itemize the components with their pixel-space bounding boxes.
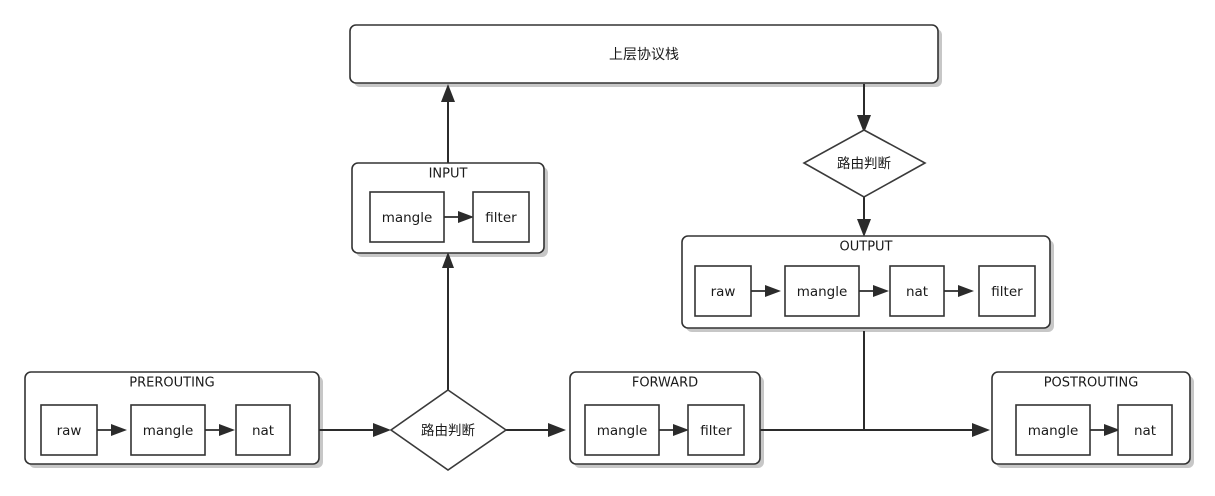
chain-prerouting-label: PREROUTING: [129, 376, 214, 391]
table-input-filter-label: filter: [485, 210, 517, 226]
arrowhead-output-nat-filter: [958, 285, 974, 297]
table-prerouting-nat: [235, 404, 291, 456]
table-output-raw-label: raw: [711, 284, 736, 300]
arrowhead-postrouting-mangle-nat: [1104, 424, 1120, 436]
table-postrouting-nat-label: nat: [1134, 423, 1156, 439]
table-input-mangle-label: mangle: [382, 210, 433, 226]
table-input-filter: [472, 191, 530, 243]
routing-decision-lower: 路由判断: [389, 389, 508, 471]
table-prerouting-raw-label: raw: [57, 423, 82, 439]
table-forward-filter: [687, 404, 745, 456]
table-forward-mangle-label: mangle: [597, 423, 648, 439]
arrowhead-input-mangle-filter: [458, 211, 474, 223]
chain-forward: FORWARD mangle filter: [569, 371, 761, 465]
arrowhead-forward-mangle-filter: [673, 424, 689, 436]
table-forward-filter-label: filter: [700, 423, 732, 439]
routing-decision-upper: 路由判断: [802, 129, 927, 198]
arrowhead-stack-to-routing: [857, 115, 871, 133]
table-forward-mangle: [584, 404, 660, 456]
table-postrouting-nat: [1117, 404, 1173, 456]
routing-decision-lower-label: 路由判断: [421, 423, 475, 439]
table-prerouting-nat-label: nat: [252, 423, 274, 439]
chain-postrouting: POSTROUTING mangle nat: [991, 371, 1191, 465]
table-output-nat: [889, 265, 945, 317]
arrowhead-forward-to-postrouting: [972, 423, 990, 437]
chain-output: OUTPUT raw mangle nat filter: [681, 235, 1051, 329]
table-output-mangle: [784, 265, 860, 317]
arrowhead-output-mangle-nat: [873, 285, 889, 297]
table-output-nat-label: nat: [906, 284, 928, 300]
chain-postrouting-label: POSTROUTING: [1044, 376, 1139, 391]
arrowhead-routing-to-forward: [548, 423, 566, 437]
chain-output-label: OUTPUT: [840, 240, 893, 255]
upper-protocol-stack-label: 上层协议栈: [609, 47, 679, 63]
chain-input: INPUT mangle filter: [351, 162, 545, 254]
chain-prerouting: PREROUTING raw mangle nat: [24, 371, 320, 465]
table-prerouting-mangle-label: mangle: [143, 423, 194, 439]
chain-forward-label: FORWARD: [632, 376, 698, 391]
table-prerouting-mangle: [130, 404, 206, 456]
table-output-filter-label: filter: [991, 284, 1023, 300]
arrowhead-routing-to-output: [857, 219, 871, 237]
table-postrouting-mangle-label: mangle: [1028, 423, 1079, 439]
chain-input-label: INPUT: [429, 167, 468, 182]
arrowhead-prerouting-mangle-nat: [219, 424, 235, 436]
arrowhead-prerouting-to-routing: [373, 423, 391, 437]
arrowhead-prerouting-raw-mangle: [111, 424, 127, 436]
upper-protocol-stack-node: 上层协议栈: [349, 24, 939, 84]
routing-decision-upper-label: 路由判断: [837, 156, 891, 172]
table-output-raw: [694, 265, 752, 317]
arrowhead-routing-to-input: [442, 252, 454, 268]
table-output-filter: [978, 265, 1036, 317]
arrowhead-input-to-stack: [441, 84, 455, 102]
table-postrouting-mangle: [1015, 404, 1091, 456]
table-output-mangle-label: mangle: [797, 284, 848, 300]
arrowhead-output-raw-mangle: [765, 285, 781, 297]
